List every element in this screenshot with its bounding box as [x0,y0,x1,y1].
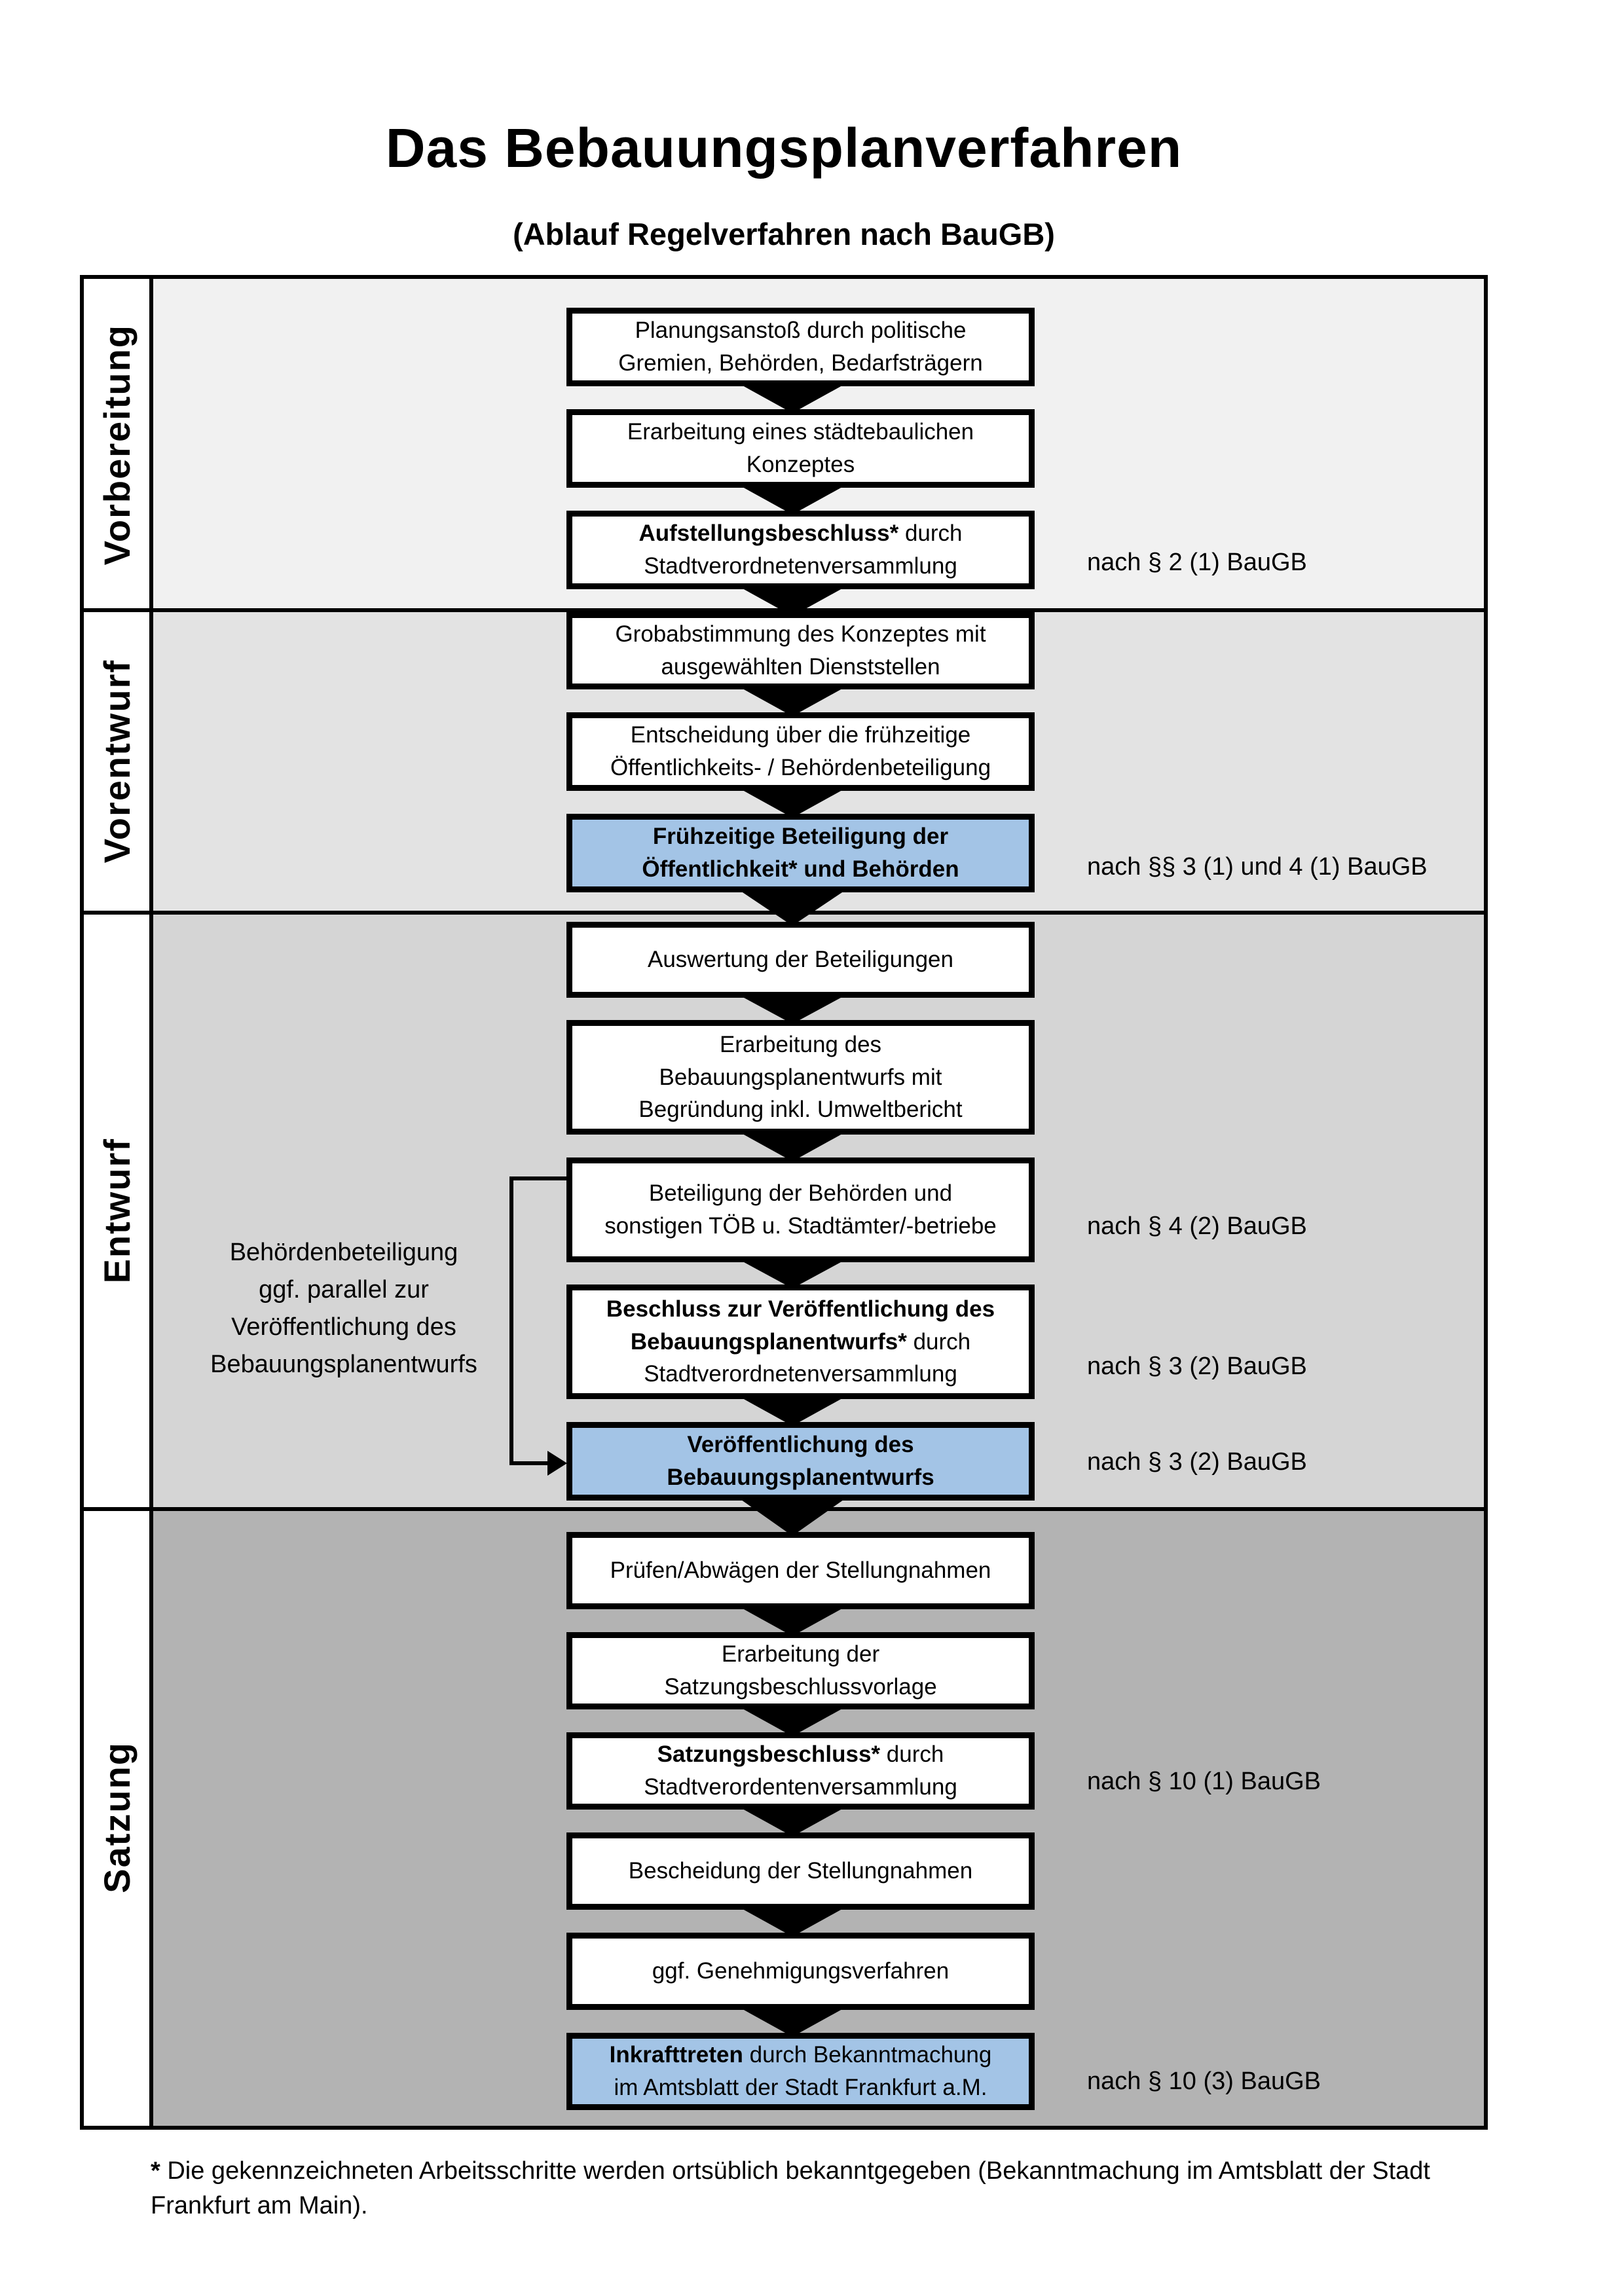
step-text-bold: Veröffentlichung des Bebauungsplanentwur… [667,1432,934,1490]
bracket-line-top [509,1176,566,1180]
phase-label-column [84,279,149,2126]
page-subtitle: (Ablauf Regelverfahren nach BauGB) [513,217,1055,251]
step-genehmigungsverfahren: ggf. Genehmigungsverfahren [566,1933,1035,2010]
step-entwurf-erarbeitung: Erarbeitung des Bebauungsplanentwurfs mi… [566,1020,1035,1135]
step-text-bold: Inkrafttreten [609,2042,743,2068]
step-planungsanstoss: Planungsanstoß durch politische Gremien,… [566,308,1035,386]
footnote-text: Die gekennzeichneten Arbeitsschritte wer… [151,2157,1430,2220]
step-text: durch Stadtverordnetenversammlung [644,520,963,579]
step-text: Erarbeitung der Satzungsbeschlussvorlage [664,1641,937,1700]
phase-label-vorentwurf: Vorentwurf [84,610,149,913]
step-text-bold: Beschluss zur Veröffentlichung des Bebau… [606,1296,995,1355]
step-text: Prüfen/Abwägen der Stellungnahmen [610,1558,991,1584]
step-text: durch Bekanntmachung im Amtsblatt der St… [614,2042,992,2100]
phase-label-text: Satzung [96,1741,138,1893]
phase-label-entwurf: Entwurf [84,913,149,1509]
legal-ref-veroeffentlichungsbeschluss: nach § 3 (2) BauGB [1087,1353,1307,1380]
step-text: Entscheidung über die frühzeitige Öffent… [610,722,991,780]
step-staedtebauliches-konzept: Erarbeitung eines städtebaulichen Konzep… [566,409,1035,488]
step-text-bold: Aufstellungsbeschluss* [638,520,899,547]
footnote-marker: * [151,2157,160,2185]
legal-ref-behoerdenbeteiligung: nach § 4 (2) BauGB [1087,1212,1307,1240]
legal-ref-aufstellungsbeschluss: nach § 2 (1) BauGB [1087,549,1307,576]
step-text-bold: Frühzeitige Beteiligung der Öffentlichke… [642,824,959,882]
step-grobabstimmung: Grobabstimmung des Konzeptes mit ausgewä… [566,612,1035,689]
step-satzungsvorlage: Erarbeitung der Satzungsbeschlussvorlage [566,1632,1035,1709]
step-inkrafttreten: Inkrafttreten durch Bekanntmachung im Am… [566,2033,1035,2110]
step-fruehzeitige-beteiligung: Frühzeitige Beteiligung der Öffentlichke… [566,814,1035,892]
step-text-bold: Satzungsbeschluss* [657,1741,881,1768]
step-satzungsbeschluss: Satzungsbeschluss* durch Stadtverordente… [566,1732,1035,1810]
bracket-arrowhead-icon [547,1451,567,1476]
step-auswertung: Auswertung der Beteiligungen [566,922,1035,998]
bracket-line-bottom [509,1461,550,1465]
step-text: Erarbeitung des Bebauungsplanentwurfs mi… [638,1031,963,1123]
step-text: Grobabstimmung des Konzeptes mit ausgewä… [615,621,986,680]
step-bescheidung: Bescheidung der Stellungnahmen [566,1832,1035,1910]
phase-label-vorbereitung: Vorbereitung [84,279,149,610]
legal-ref-veroeffentlichung: nach § 3 (2) BauGB [1087,1448,1307,1476]
phase-label-satzung: Satzung [84,1509,149,2126]
phase-label-column-border [149,279,153,2126]
step-veroeffentlichung: Veröffentlichung des Bebauungsplanentwur… [566,1422,1035,1501]
step-entscheidung-beteiligung: Entscheidung über die frühzeitige Öffent… [566,712,1035,791]
step-text: ggf. Genehmigungsverfahren [652,1958,950,1984]
phase-label-text: Vorentwurf [96,659,138,864]
step-text: durch Stadtverordnetenversammlung [644,1328,971,1387]
step-aufstellungsbeschluss: Aufstellungsbeschluss* durch Stadtverord… [566,511,1035,589]
phase-label-text: Entwurf [96,1138,138,1284]
step-pruefen-abwaegen: Prüfen/Abwägen der Stellungnahmen [566,1532,1035,1609]
step-veroeffentlichungsbeschluss: Beschluss zur Veröffentlichung des Bebau… [566,1285,1035,1399]
page-title: Das Bebauungsplanverfahren [385,117,1183,179]
step-text: Bescheidung der Stellungnahmen [628,1858,973,1884]
step-text: Erarbeitung eines städtebaulichen Konzep… [627,419,974,477]
step-behoerdenbeteiligung: Beteiligung der Behörden und sonstigen T… [566,1157,1035,1262]
legal-ref-inkrafttreten: nach § 10 (3) BauGB [1087,2068,1321,2095]
step-text: Planungsanstoß durch politische Gremien,… [618,318,983,376]
step-text: Auswertung der Beteiligungen [648,947,953,973]
step-text: Beteiligung der Behörden und sonstigen T… [604,1180,997,1239]
parallel-note: Behördenbeteiligung ggf. parallel zur Ve… [210,1239,477,1378]
step-text: durch Stadtverordentenversammlung [644,1741,957,1800]
legal-ref-fruehzeitige-beteiligung: nach §§ 3 (1) und 4 (1) BauGB [1087,853,1428,881]
footnote: * Die gekennzeichneten Arbeitsschritte w… [151,2154,1519,2223]
legal-ref-satzungsbeschluss: nach § 10 (1) BauGB [1087,1768,1321,1795]
phase-label-text: Vorbereitung [96,323,138,566]
bracket-line-vertical [509,1176,513,1465]
